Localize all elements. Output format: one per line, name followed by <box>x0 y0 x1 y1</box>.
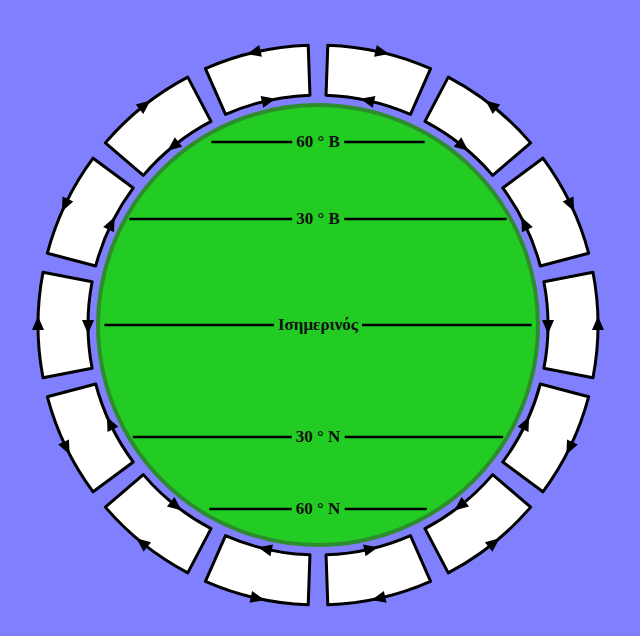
flow-arrowhead <box>261 96 276 108</box>
flow-arrowhead <box>136 100 151 113</box>
convection-cell <box>544 272 598 377</box>
convection-cell <box>326 45 431 114</box>
flow-arrowhead <box>32 316 44 330</box>
convection-cell <box>326 536 431 605</box>
latitude-label: Ισημερινός <box>274 316 362 335</box>
flow-arrowhead <box>563 196 574 211</box>
flow-arrowhead <box>485 538 500 551</box>
flow-arrowhead <box>372 591 387 603</box>
flow-arrowhead <box>592 316 604 330</box>
flow-arrowhead <box>566 439 577 454</box>
latitude-label: 60 ° Β <box>292 133 344 152</box>
flow-arrowhead <box>486 100 501 113</box>
earth-disc <box>98 105 538 545</box>
flow-arrowhead <box>167 497 182 510</box>
flow-arrowhead <box>249 591 264 603</box>
flow-arrowhead <box>103 217 114 232</box>
flow-arrowhead <box>542 320 554 334</box>
latitude-label: 60 ° Ν <box>292 500 345 519</box>
flow-arrowhead <box>136 538 151 551</box>
flow-arrowhead <box>247 45 262 57</box>
convection-cell <box>205 45 310 114</box>
flow-arrowhead <box>62 196 73 211</box>
flow-arrowhead <box>363 544 378 556</box>
flow-arrowhead <box>374 45 389 57</box>
flow-arrowhead <box>82 320 94 334</box>
latitude-label: 30 ° Β <box>292 210 344 229</box>
latitude-label: 30 ° Ν <box>292 428 345 447</box>
flow-arrowhead <box>58 439 69 454</box>
flow-arrowhead <box>521 217 532 232</box>
flow-arrowhead <box>454 137 469 150</box>
convection-cell <box>205 536 310 605</box>
flow-arrowhead <box>518 417 529 432</box>
flow-arrowhead <box>360 96 375 108</box>
flow-arrowhead <box>168 137 183 150</box>
earth-circle: 60 ° Β 30 ° Β Ισημερινός 30 ° Ν 60 ° Ν <box>96 103 540 547</box>
flow-arrowhead <box>258 544 273 556</box>
flow-arrowhead <box>454 497 469 510</box>
convection-cell <box>38 272 92 377</box>
flow-arrowhead <box>107 417 118 432</box>
